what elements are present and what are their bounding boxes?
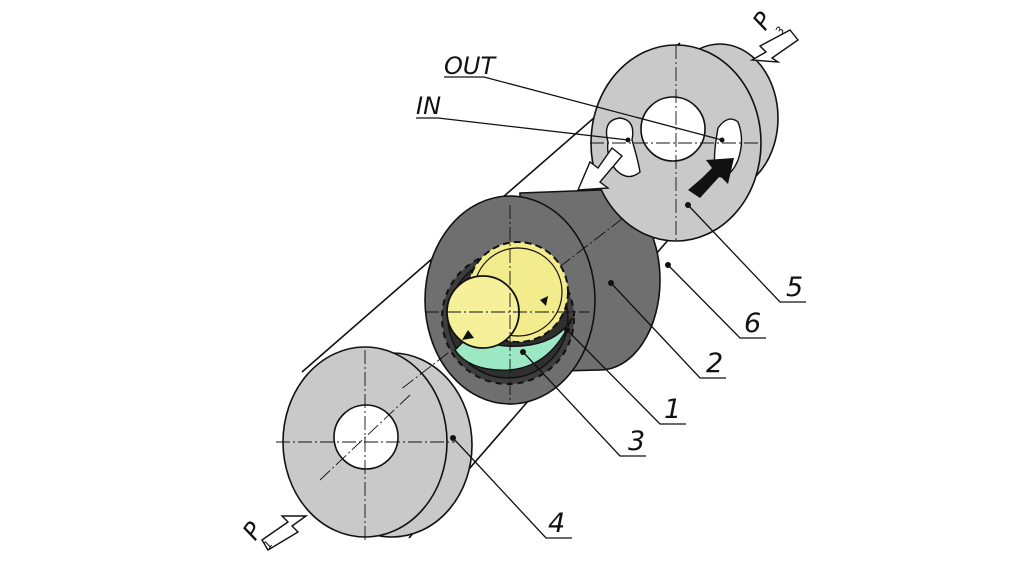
pressure-arrow-bottom [261, 515, 309, 551]
top-end-cap [590, 43, 779, 242]
bottom-end-cap [276, 346, 473, 540]
leader-part-2 [608, 280, 726, 379]
top-cap-bore [640, 96, 706, 162]
outflow-arrow-icon [688, 158, 734, 198]
housing-centerlines [425, 205, 590, 405]
out-leader [444, 76, 725, 143]
rotation-arrow-icon [540, 296, 548, 306]
rotation-arrow-icon [462, 330, 474, 340]
leader-part-5 [685, 202, 806, 303]
leader-part-3 [520, 349, 646, 457]
leader-part-4 [450, 435, 572, 539]
part-label-1: 1 [664, 394, 681, 425]
crescent-part-3 [454, 317, 573, 371]
part-label-2: 2 [706, 348, 723, 379]
part-label-4: 4 [548, 508, 565, 539]
in-leader [416, 117, 631, 143]
leader-part-1 [564, 327, 686, 425]
flow-arrows [576, 146, 734, 198]
part-label-5: 5 [786, 272, 803, 303]
part-label-3: 3 [628, 426, 645, 457]
in-label: IN [416, 92, 441, 120]
leader-part-6 [665, 262, 766, 339]
pressure-arrow-top [749, 29, 800, 63]
part-label-6: 6 [744, 308, 761, 339]
inflow-arrow-icon [576, 146, 623, 191]
out-label: OUT [444, 52, 497, 80]
